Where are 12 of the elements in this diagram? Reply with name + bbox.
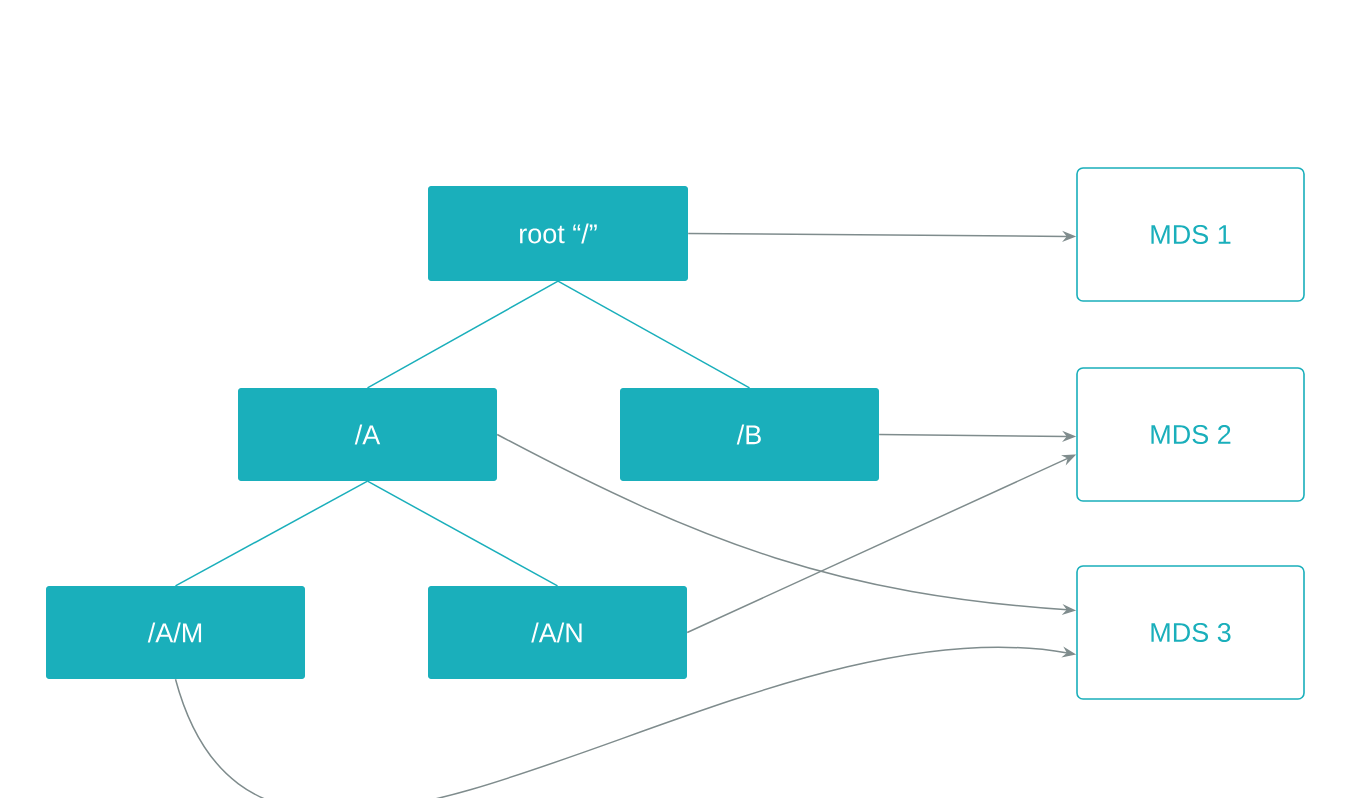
connector-line [174, 480, 369, 587]
connector-line [366, 280, 559, 389]
tree-box: root “/” [428, 186, 688, 281]
mds-box: MDS 3 [1076, 565, 1305, 700]
mds-box: MDS 1 [1076, 167, 1305, 302]
tree-box: /A/M [46, 586, 305, 679]
connector-line [366, 480, 559, 587]
connector-line [557, 280, 751, 389]
tree-box: /A [238, 388, 497, 481]
tree-box: /B [620, 388, 879, 481]
mds-box: MDS 2 [1076, 367, 1305, 502]
tree-box: /A/N [428, 586, 687, 679]
